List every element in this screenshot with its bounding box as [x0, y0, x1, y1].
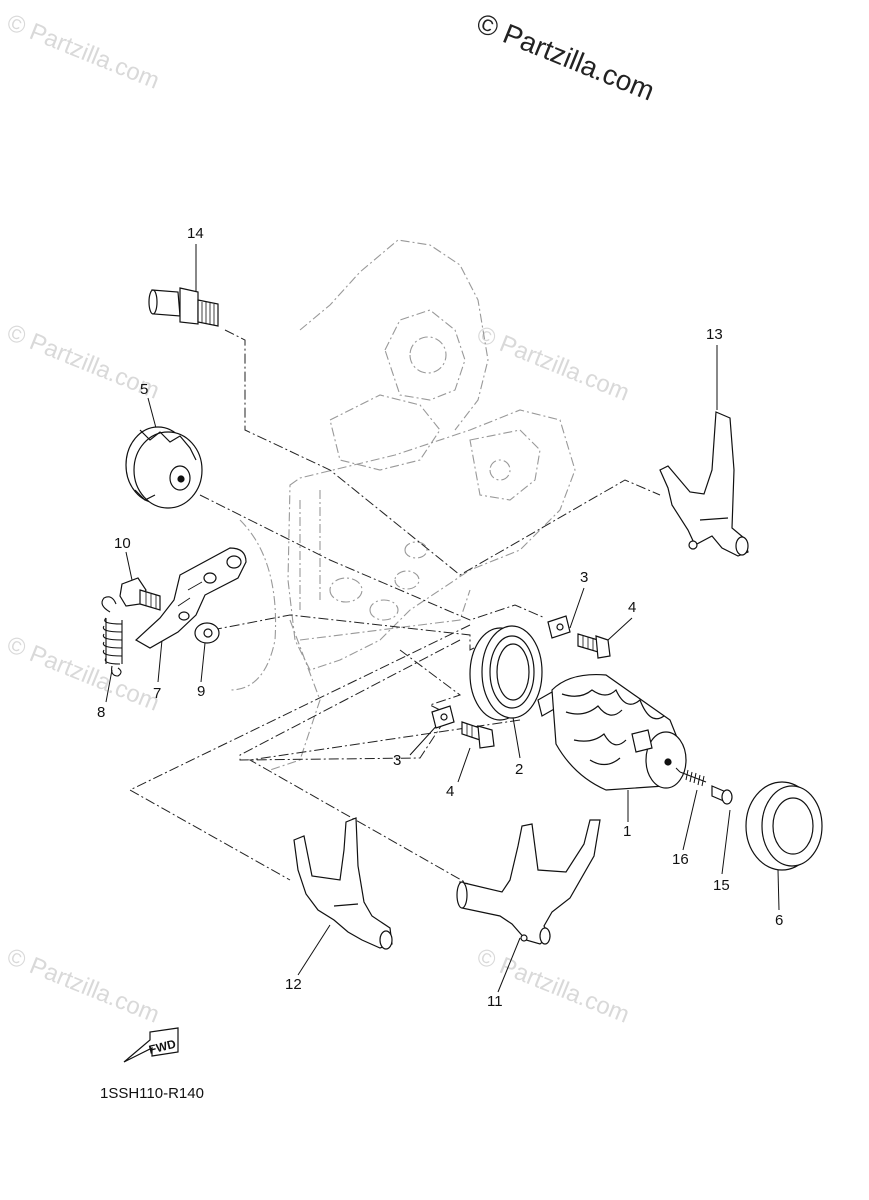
plate-part-3-lower — [431, 705, 455, 729]
callout-6: 6 — [775, 912, 783, 929]
bolt-part-10 — [119, 577, 161, 611]
fwd-label: FWD — [147, 1037, 177, 1057]
callout-leaders — [105, 244, 780, 993]
stopper-bolt-part-14 — [148, 287, 219, 327]
bolt-part-4-upper — [577, 633, 611, 659]
washer-part-9 — [194, 622, 220, 644]
callout-7: 7 — [153, 685, 161, 702]
callout-2: 2 — [515, 761, 523, 778]
shift-drum-part-1 — [537, 673, 687, 791]
callout-4-lower: 4 — [446, 783, 454, 800]
callout-13: 13 — [706, 326, 723, 343]
callout-10: 10 — [114, 535, 131, 552]
fwd-direction-arrow: FWD — [123, 1027, 179, 1063]
callout-1: 1 — [623, 823, 631, 840]
spring-part-8 — [101, 596, 123, 677]
shift-fork-part-11 — [456, 819, 601, 945]
callout-4-upper: 4 — [628, 599, 636, 616]
shift-fork-part-13 — [659, 411, 749, 557]
shift-fork-part-12 — [293, 817, 393, 950]
callout-14: 14 — [187, 225, 204, 242]
segment-part-5 — [125, 426, 203, 509]
callout-15: 15 — [713, 877, 730, 894]
callout-16: 16 — [672, 851, 689, 868]
callout-8: 8 — [97, 704, 105, 721]
callout-numbers: 14 5 13 10 7 9 8 3 4 3 4 2 1 16 15 6 12 … — [97, 225, 783, 1010]
bolt-part-4-lower — [461, 721, 495, 749]
crankcase-outline — [229, 239, 576, 771]
bearing-part-2 — [469, 625, 543, 721]
callout-12: 12 — [285, 976, 302, 993]
plate-part-3-upper — [547, 615, 571, 639]
bearing-part-6 — [745, 781, 823, 871]
spring-part-16 — [675, 767, 707, 787]
callout-3-lower: 3 — [393, 752, 401, 769]
stopper-lever-part-7 — [134, 547, 247, 649]
callout-3-upper: 3 — [580, 569, 588, 586]
assembly-axis-lines — [128, 329, 661, 886]
callout-11: 11 — [487, 993, 503, 1010]
diagram-code: 1SSH110-R140 — [100, 1085, 204, 1102]
callout-9: 9 — [197, 683, 205, 700]
pin-part-15 — [711, 785, 733, 805]
callout-5: 5 — [140, 381, 148, 398]
